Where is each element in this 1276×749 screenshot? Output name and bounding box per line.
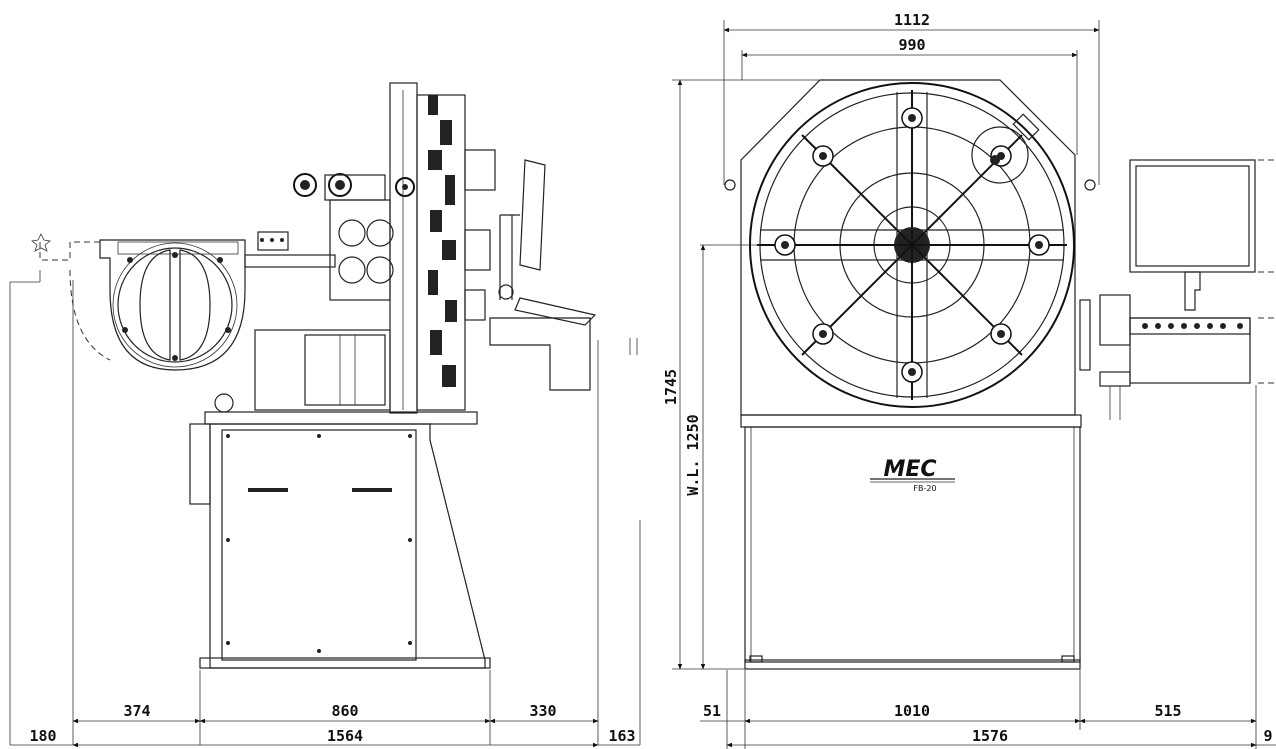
top-plate: [204, 411, 478, 425]
dim-right-offset: 9: [1263, 727, 1272, 745]
side-monitor: [489, 159, 597, 391]
side-view-dimensions: 374 860 330 1564 180 163: [9, 280, 641, 748]
reel-swing-arc: [69, 269, 111, 361]
dim-base-width: 860: [331, 702, 358, 720]
model-label: FB-20: [913, 484, 936, 493]
front-view: MEC FB-20: [662, 11, 1276, 749]
dim-base-width-front: 1010: [894, 702, 930, 720]
wall-plate: [389, 82, 418, 414]
wire-reel: [99, 239, 246, 371]
dim-right-extra: 163: [608, 727, 635, 745]
star-marker: [31, 233, 51, 252]
dim-offset: 51: [703, 702, 721, 720]
tooling-column: [416, 94, 496, 411]
dim-top-outer: 1112: [894, 11, 930, 29]
center-mark: [629, 338, 638, 355]
dim-height: 1745: [662, 369, 680, 405]
dim-overall-width: 1564: [327, 727, 363, 745]
dim-panel-width: 515: [1154, 702, 1181, 720]
dim-top-inner: 990: [898, 36, 925, 54]
feed-table: [244, 254, 336, 268]
dim-left-extra: 180: [29, 727, 56, 745]
dim-overall-width-front: 1576: [972, 727, 1008, 745]
dim-work-level: W.L. 1250: [684, 414, 702, 495]
dim-left-section: 374: [123, 702, 150, 720]
control-panel-front: [1079, 159, 1256, 420]
brand-logo: MEC: [883, 457, 936, 482]
dim-right-section: 330: [529, 702, 556, 720]
cam-wheel: [749, 82, 1075, 408]
straightener: [293, 173, 415, 301]
base-cabinet-side: [189, 423, 491, 669]
reel-swing-outline: [39, 241, 100, 261]
front-view-dimensions: 1112 990 1745 W.L. 1250 51 1010 515 1576…: [662, 11, 1276, 749]
base-cabinet-front: MEC FB-20: [740, 414, 1082, 670]
motor-block: [254, 329, 391, 411]
side-view: 374 860 330 1564 180 163: [9, 82, 641, 748]
